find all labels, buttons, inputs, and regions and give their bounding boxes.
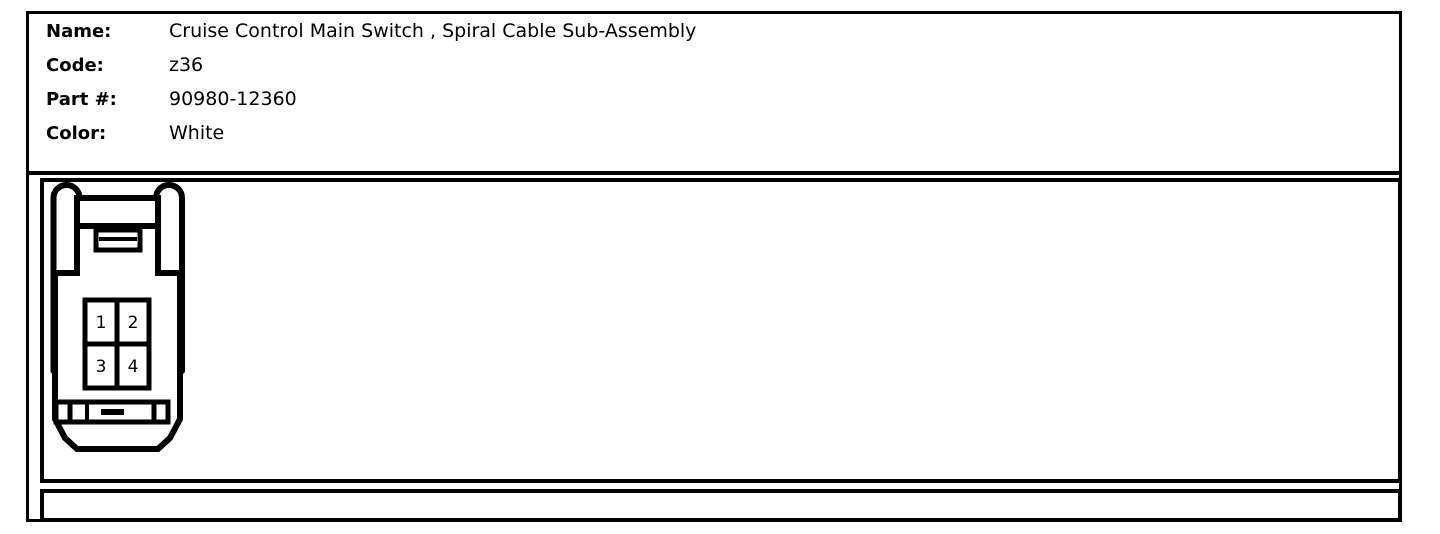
info-label-part-number: Part #: bbox=[46, 89, 117, 110]
info-label-color: Color: bbox=[46, 123, 107, 144]
info-row-code: Code: z36 bbox=[46, 54, 1046, 88]
info-row-name: Name: Cruise Control Main Switch , Spira… bbox=[46, 20, 1046, 54]
info-value-part-number: 90980-12360 bbox=[169, 88, 297, 110]
diagram-panel bbox=[40, 178, 1402, 483]
info-label-name: Name: bbox=[46, 21, 112, 42]
connector-drawing: 1 2 3 4 bbox=[44, 176, 204, 476]
info-value-code: z36 bbox=[169, 54, 204, 76]
pin-number-4: 4 bbox=[128, 357, 139, 377]
info-value-name: Cruise Control Main Switch , Spiral Cabl… bbox=[169, 20, 697, 42]
pin-cell-2 bbox=[114, 297, 152, 347]
info-label-code: Code: bbox=[46, 55, 104, 76]
pin-grid: 1 2 3 4 bbox=[82, 297, 152, 391]
pin-number-1: 1 bbox=[96, 313, 107, 333]
footer-strip-box bbox=[40, 489, 1402, 522]
info-value-color: White bbox=[169, 122, 225, 144]
pin-cell-4 bbox=[114, 341, 152, 391]
header-info-box: Name: Cruise Control Main Switch , Spira… bbox=[29, 14, 1399, 175]
info-row-color: Color: White bbox=[46, 122, 1046, 156]
info-row-part-number: Part #: 90980-12360 bbox=[46, 88, 1046, 122]
pin-number-2: 2 bbox=[128, 313, 139, 333]
pin-number-3: 3 bbox=[96, 357, 107, 377]
info-field-list: Name: Cruise Control Main Switch , Spira… bbox=[46, 20, 1046, 156]
